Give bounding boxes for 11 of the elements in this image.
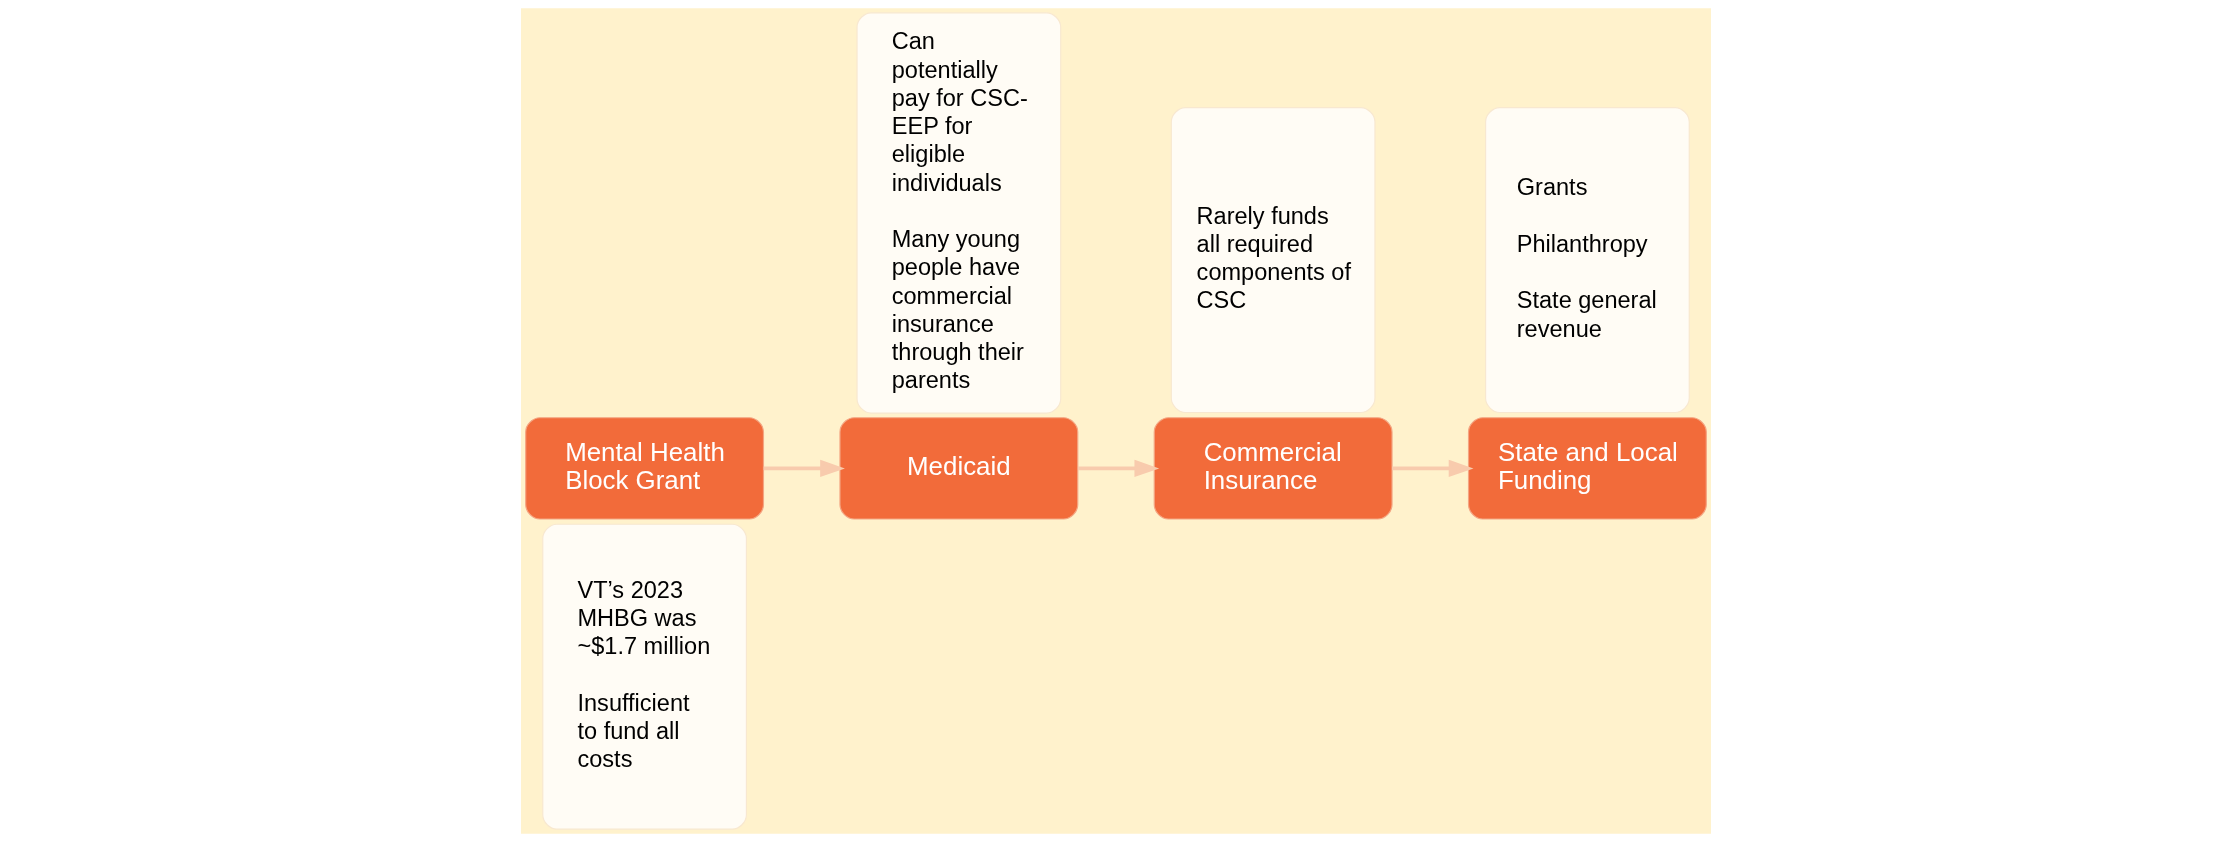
arrow [1391,459,1473,478]
node-box: Medicaid [838,417,1078,520]
node-box: Commercial Insurance [1153,417,1393,520]
arrow [1077,459,1159,478]
node-box: Rarely funds all required components of CSC [1170,107,1376,414]
node-box: VT’s 2023 MHBG was ~$1.7 million Insufficient to fund all costs [541,523,747,830]
node-box: Can potentially pay for CSC-EEP for eligible individuals Many young people have commercial insurance through their parents [855,12,1061,414]
node-box: Grants Philanthropy State general revenue [1484,107,1690,414]
arrow [763,459,845,478]
node-box: Mental Health Block Grant [524,417,764,520]
node-box: State and Local Funding [1467,417,1707,520]
